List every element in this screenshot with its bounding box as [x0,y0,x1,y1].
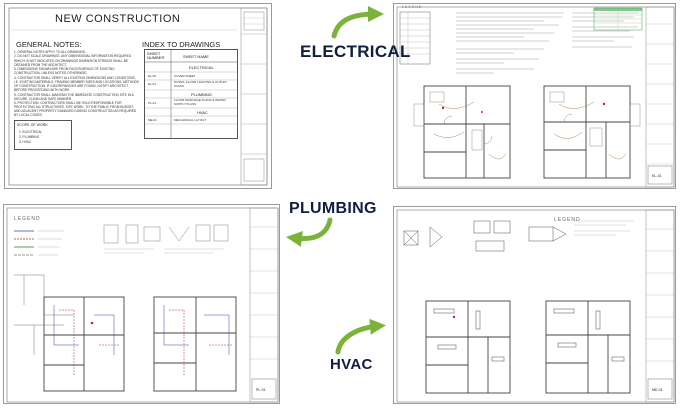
general-note: 4. CONTRACTOR SHALL VERIFY ALL EXISTING … [14,75,139,93]
plumbing-sheet: LEGEND PL-01 [3,204,280,404]
general-notes-heading: GENERAL NOTES: [16,40,82,49]
hvac-label: HVAC [330,356,373,373]
index-group-electrical: ELECTRICAL [189,65,214,70]
hvac-legend-heading: LEGEND [554,217,581,223]
index-col-sheet-name: SHEET NAME [183,54,209,59]
general-note: 3. DIMENSIONS SHOWN ARE FROM FACE/SURFAC… [14,67,115,76]
index-row-number: ME-01 [148,118,157,122]
index-col-sheet-number: SHEET NUMBER [147,51,165,61]
general-note: 1. GENERAL NOTES APPLY TO ALL DRAWINGS. [14,50,86,54]
plumbing-legend-heading: LEGEND [14,216,41,222]
index-group-hvac: HVAC [197,110,208,115]
hvac-drawing [396,209,675,403]
index-row-number: EL-00 [148,74,157,78]
arrow-to-electrical [331,6,384,39]
scope-item: 2. PLUMBING [19,135,40,139]
electrical-sheet: EL-01 LEGEND [393,3,676,189]
electrical-label: ELECTRICAL [300,42,411,61]
general-note: 6. PROTECTION: CONTRACTORS SHALL BE HOLD… [14,101,137,118]
hvac-sheet: LEGEND ME-01 [393,206,676,404]
scope-of-work-box: SCOPE OF WORK 1. ELECTRICAL 2. PLUMBING … [14,120,72,150]
hvac-sheet-number: ME-01 [652,388,663,392]
index-row-name: FLOOR DRAINAGE PLANS & WATER SUPPLY PLAN… [174,98,226,106]
arrow-to-hvac [335,318,386,355]
scope-item: 3. HVAC [19,140,32,144]
index-row-name: MECHANICAL LAYOUT [174,118,207,122]
index-row-number: EL-01 [148,82,157,86]
general-note: 2. DO NOT SCALE DRAWINGS. ANY DIMENSIONA… [14,54,132,67]
plumbing-drawing [6,207,279,403]
electrical-drawing [396,6,675,188]
general-notes-list: 1. GENERAL NOTES APPLY TO ALL DRAWINGS. … [14,50,140,118]
plumbing-sheet-number: PL-01 [256,388,266,392]
index-heading: INDEX TO DRAWINGS [142,40,221,49]
index-group-plumbing: PLUMBING [191,92,212,97]
arrow-to-plumbing [286,217,333,247]
electrical-legend-heading: LEGEND [402,5,423,9]
general-note: 5. CONTRACTOR SHALL MAINTAIN THE IMMEDIA… [14,92,134,101]
index-row-name: NOTES, FLOOR LIGHTING & OUTLET PLANS [174,80,227,88]
index-row-number: PL-01 [148,101,157,105]
scope-heading: SCOPE OF WORK [17,123,48,127]
index-row-name: COVER SHEET [174,74,196,78]
scope-item: 1. ELECTRICAL [19,130,43,134]
cover-title: NEW CONSTRUCTION [55,13,181,25]
plumbing-label: PLUMBING [289,200,377,217]
index-table-grid [145,50,237,138]
cover-sheet-frame [8,7,268,186]
index-table: SHEET NUMBER SHEET NAME ELECTRICAL EL-00… [144,49,238,139]
cover-sheet: NEW CONSTRUCTION GENERAL NOTES: INDEX TO… [4,3,272,189]
electrical-sheet-number: EL-01 [652,174,662,178]
